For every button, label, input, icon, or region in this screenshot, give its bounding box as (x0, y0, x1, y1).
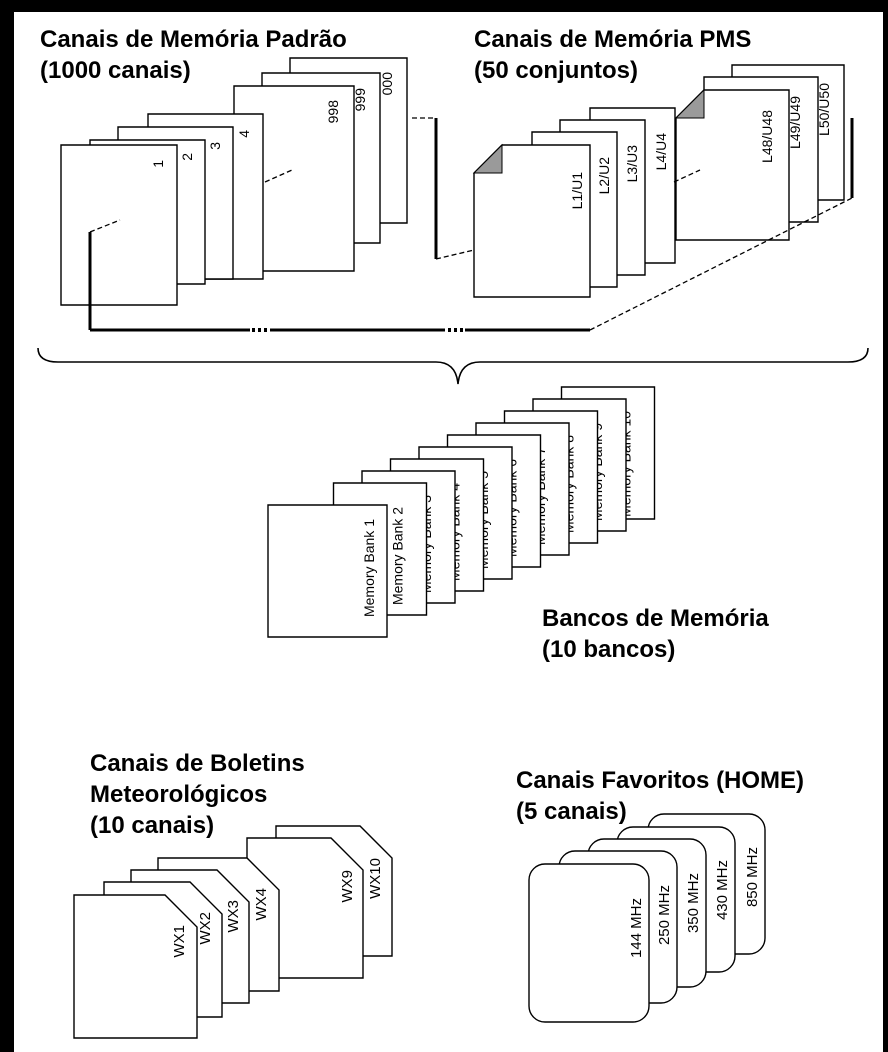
weather-channels-title-line2: Meteorológicos (90, 781, 268, 808)
continuation-dash (264, 169, 293, 183)
memory-banks-count: (10 bancos) (542, 636, 676, 663)
home-label-430-mhz: 430 MHz (714, 860, 731, 920)
weather-label-wx2: WX2 (197, 912, 214, 945)
pms-label-l2-u2: L2/U2 (596, 157, 612, 195)
weather-channels-title: Canais de Boletins Meteorológicos (10 ca… (90, 748, 305, 841)
home-label-144-mhz: 144 MHz (628, 898, 645, 958)
weather-channels-count: (10 canais) (90, 812, 215, 839)
home-channels-title: Canais Favoritos (HOME) (5 canais) (516, 765, 804, 827)
standard-label-2: 2 (179, 153, 195, 161)
home-label-850-mhz: 850 MHz (744, 847, 761, 907)
bank-card-memory-bank-1: Memory Bank 1 (267, 504, 388, 638)
curly-brace (37, 347, 869, 385)
pms-channels-count: (50 conjuntos) (474, 57, 639, 84)
pms-channel-stack: L50/U50 L49/U49 L48/U48 L4/U4 L3/U3 L2/U2 L1/U… (472, 64, 845, 298)
bank-label-memory-bank-2: Memory Bank 2 (390, 507, 406, 605)
memory-bank-stack: Memory Bank 10Memory Bank 9Memory Bank 8… (267, 386, 656, 638)
continuation-dash (589, 197, 853, 331)
weather-label-wx1: WX1 (171, 925, 188, 958)
pms-label-l48-u48: L48/U48 (759, 110, 775, 163)
standard-channels-title: Canais de Memória Padrão (1000 canais) (40, 24, 347, 86)
continuation-dash (435, 249, 475, 260)
standard-label-998: 998 (325, 100, 341, 124)
pms-label-l4-u4: L4/U4 (653, 133, 669, 171)
weather-label-wx4: WX4 (253, 888, 270, 921)
grouping-brace (37, 347, 869, 385)
pms-card-l1-u1: L1/U1 (472, 143, 591, 298)
pms-label-l49-u49: L49/U49 (787, 96, 803, 149)
top-connectors (88, 117, 854, 332)
home-channels-count: (5 canais) (516, 798, 627, 825)
pms-label-l50-u50: L50/U50 (816, 83, 832, 136)
continuation-dash (673, 169, 701, 183)
standard-label-3: 3 (207, 142, 223, 150)
break-marker (460, 328, 463, 332)
bank-label-memory-bank-1: Memory Bank 1 (361, 519, 377, 617)
pms-label-l3-u3: L3/U3 (624, 145, 640, 183)
memory-banks-title-text: Bancos de Memória (542, 605, 769, 632)
weather-label-wx3: WX3 (225, 900, 242, 933)
standard-channels-title-text: Canais de Memória Padrão (40, 26, 347, 53)
pms-channels-title: Canais de Memória PMS (50 conjuntos) (474, 24, 751, 86)
weather-label-wx10: WX10 (367, 858, 384, 899)
home-card-144-mhz: 144 MHz (528, 863, 650, 1023)
memory-banks-title: Bancos de Memória (10 bancos) (542, 603, 769, 665)
standard-label-4: 4 (236, 130, 252, 138)
break-marker (454, 328, 457, 332)
weather-card-wx1: WX1 (73, 894, 198, 1039)
standard-label-1: 1 (150, 160, 166, 168)
break-marker (258, 328, 261, 332)
standard-channel-stack: 000 999 998 4 3 2 1 (60, 57, 408, 306)
pms-label-l1-u1: L1/U1 (569, 172, 585, 210)
break-marker (448, 328, 451, 332)
standard-label-000: 000 (379, 72, 395, 96)
standard-card-1: 1 (60, 144, 178, 306)
home-channel-stack: 850 MHz 430 MHz 350 MHz 250 MHz 144 MHz (528, 813, 766, 1023)
weather-channels-title-line1: Canais de Boletins (90, 750, 305, 777)
pms-channels-title-text: Canais de Memória PMS (474, 26, 752, 53)
standard-label-999: 999 (352, 88, 368, 112)
continuation-dash (89, 219, 121, 233)
pms-card-l48-u48: L48/U48 (674, 88, 790, 241)
standard-channels-count: (1000 canais) (40, 57, 191, 84)
weather-label-wx9: WX9 (339, 870, 356, 903)
home-channels-title-text: Canais Favoritos (HOME) (516, 767, 805, 794)
home-label-250-mhz: 250 MHz (656, 885, 673, 945)
break-marker (252, 328, 255, 332)
home-label-350-mhz: 350 MHz (685, 873, 702, 933)
break-marker (264, 328, 267, 332)
